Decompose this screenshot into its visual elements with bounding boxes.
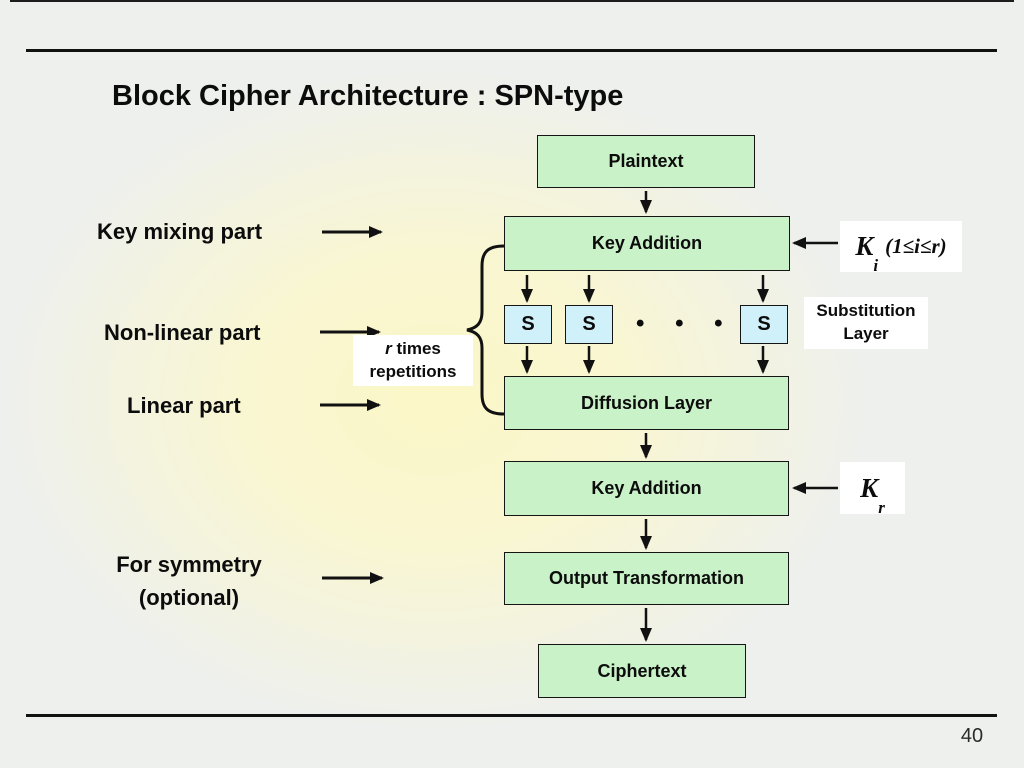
ciphertext-box: Ciphertext	[538, 644, 746, 698]
round-key-symbol: K	[855, 231, 874, 261]
substitution-layer-line1: Substitution	[816, 301, 916, 321]
repeat-brace	[466, 244, 506, 416]
top-edge-rule	[10, 0, 1014, 2]
plaintext-box: Plaintext	[537, 135, 755, 188]
final-key-symbol: K	[860, 472, 879, 503]
repetitions-line2: repetitions	[369, 361, 457, 381]
output-transformation-box: Output Transformation	[504, 552, 789, 605]
header-rule	[26, 49, 997, 52]
repetitions-line1: r times	[385, 338, 441, 361]
label-for-symmetry-line2: (optional)	[138, 585, 240, 610]
substitution-layer-label: Substitution Layer	[804, 297, 928, 349]
key-addition-top-box: Key Addition	[504, 216, 790, 271]
label-key-mixing-part: Key mixing part	[97, 219, 263, 244]
ellipsis-dots: • • •	[636, 310, 735, 337]
label-for-symmetry: For symmetry (optional)	[98, 548, 280, 614]
round-key-subscript: i	[873, 256, 879, 275]
footer-rule	[26, 714, 997, 717]
repetitions-times: times	[391, 338, 441, 358]
sbox-1: S	[504, 305, 552, 344]
repetitions-label: r times repetitions	[353, 335, 473, 386]
sbox-2: S	[565, 305, 613, 344]
page-number: 40	[960, 725, 984, 747]
label-non-linear-part: Non-linear part	[104, 320, 261, 345]
sbox-3: S	[740, 305, 788, 344]
substitution-layer-line2: Layer	[843, 324, 889, 343]
key-addition-bottom-box: Key Addition	[504, 461, 789, 516]
diffusion-layer-box: Diffusion Layer	[504, 376, 789, 430]
label-for-symmetry-line1: For symmetry	[116, 552, 262, 577]
final-key-subscript: r	[878, 498, 885, 517]
label-linear-part: Linear part	[127, 393, 241, 418]
round-key-range: (1≤i≤r)	[885, 234, 947, 258]
slide-title: Block Cipher Architecture : SPN-type	[112, 80, 624, 112]
repetitions-symbol: r	[385, 338, 392, 358]
